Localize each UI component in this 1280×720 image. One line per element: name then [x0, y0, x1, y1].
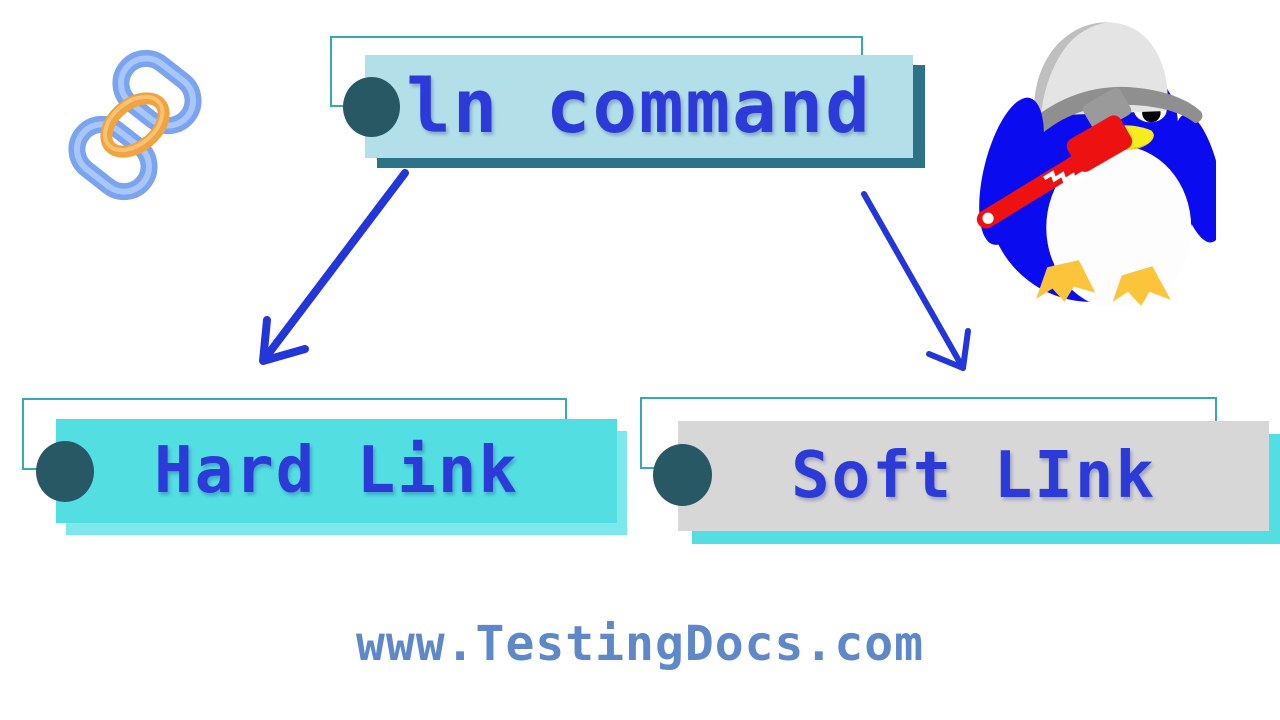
- soft-link-bullet-dot: [653, 444, 712, 506]
- hard-link-bullet-dot: [36, 441, 94, 502]
- penguin-cap: [1009, 22, 1203, 158]
- chain-top-link: [112, 49, 202, 135]
- website-url: www.TestingDocs.com: [355, 616, 925, 672]
- penguin-belly: [1046, 145, 1192, 306]
- chain-bottom-link: [68, 115, 158, 201]
- tux-penguin-mechanic-icon: [976, 22, 1216, 306]
- penguin-feet: [1036, 260, 1171, 306]
- title-bullet-dot: [343, 77, 400, 137]
- chain-middle-ring: [100, 92, 170, 158]
- soft-link-box: Soft LInk: [678, 421, 1269, 531]
- hard-link-box: Hard Link: [56, 419, 617, 523]
- title-label: ln command: [406, 63, 872, 150]
- hard-link-label: Hard Link: [154, 434, 519, 508]
- pipe-wrench-icon: [976, 87, 1133, 229]
- chain-link-icon: [68, 49, 202, 201]
- arrow-to-hard-link: [259, 169, 409, 365]
- title-box: ln command: [365, 55, 913, 158]
- soft-link-label: Soft LInk: [791, 439, 1156, 513]
